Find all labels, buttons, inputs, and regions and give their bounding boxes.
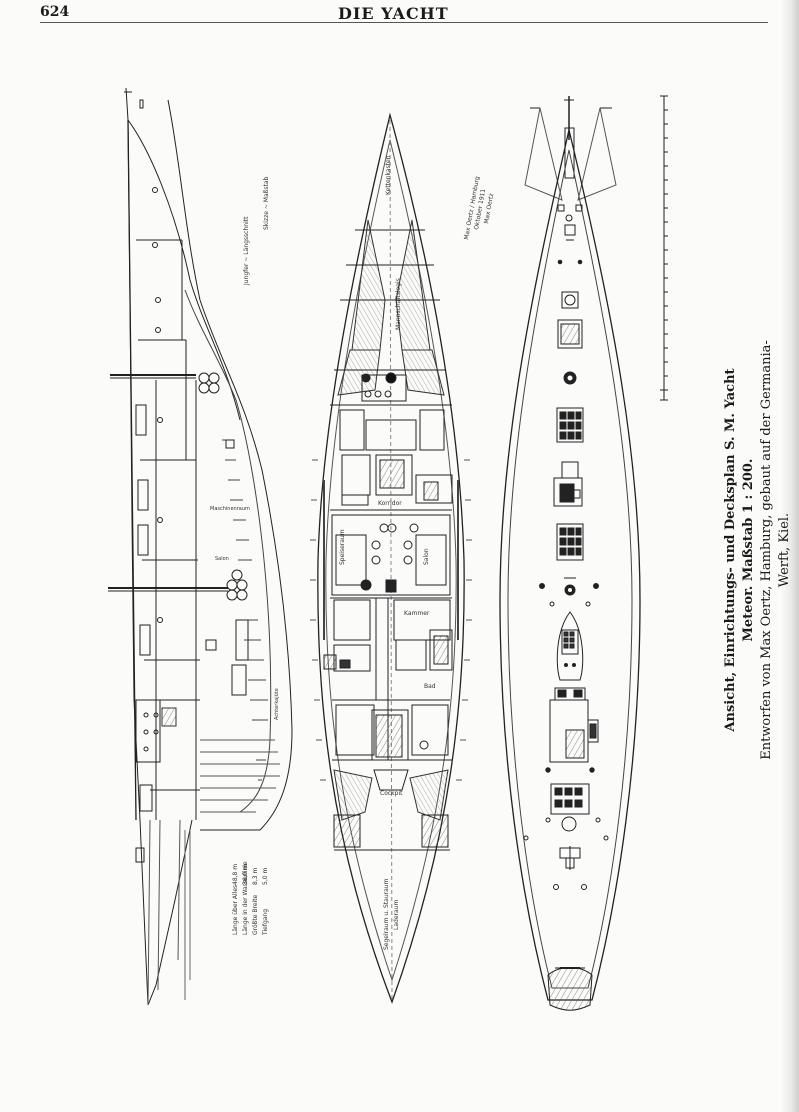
svg-text:8,3 m: 8,3 m: [252, 868, 259, 885]
svg-text:36,0 m: 36,0 m: [242, 864, 249, 885]
svg-text:Laderaum: Laderaum: [393, 900, 400, 930]
page-number: 624: [40, 4, 70, 20]
svg-text:Kammer: Kammer: [404, 610, 430, 617]
svg-text:Größte Breite: Größte Breite: [252, 894, 259, 935]
deck-plan: [499, 96, 641, 1011]
svg-text:48,8 m: 48,8 m: [232, 864, 239, 885]
svg-text:Maschinenraum: Maschinenraum: [210, 506, 250, 512]
side-elevation-annotations: Jungfer ~ Längsschnitt Skizze ~ Maßstab …: [210, 176, 280, 720]
scale-bar: [660, 95, 668, 401]
svg-text:Tiefgang: Tiefgang: [262, 909, 269, 936]
arrangement-annotations: Kettenkasten Mannschaftslogis Korridor S…: [339, 155, 436, 950]
signature-note: Max Oertz / Hamburg Oktober 1911 Max Oer…: [463, 176, 495, 241]
svg-text:Mannschaftslogis: Mannschaftslogis: [395, 278, 402, 330]
side-elevation: [108, 87, 293, 1006]
svg-text:Speiseraum: Speiseraum: [339, 529, 346, 565]
svg-text:Achterkajüte: Achterkajüte: [274, 688, 280, 720]
running-head: DIE YACHT: [338, 4, 449, 23]
svg-text:Salon: Salon: [215, 556, 229, 562]
header-rule: [40, 22, 768, 23]
svg-text:Jungfer ~ Längsschnitt: Jungfer ~ Längsschnitt: [243, 216, 250, 286]
svg-text:5,0 m: 5,0 m: [262, 868, 269, 885]
svg-text:Länge in der Wasserlinie: Länge in der Wasserlinie: [242, 861, 249, 935]
caption-title: Ansicht, Einrichtungs- und Decksplan S. …: [723, 368, 756, 732]
svg-text:Segelraum u. Stauraum: Segelraum u. Stauraum: [383, 878, 390, 950]
plate-caption: Ansicht, Einrichtungs- und Decksplan S. …: [722, 340, 792, 760]
page-edge-shadow: [781, 0, 799, 1112]
svg-text:Kettenkasten: Kettenkasten: [385, 155, 392, 195]
svg-text:Skizze ~ Maßstab: Skizze ~ Maßstab: [263, 176, 270, 230]
svg-text:Korridor: Korridor: [378, 500, 402, 507]
arrangement-plan: [310, 112, 472, 1004]
svg-text:Salon: Salon: [423, 548, 430, 565]
svg-text:Länge über Alles: Länge über Alles: [232, 885, 239, 935]
svg-text:Bad: Bad: [424, 683, 436, 690]
dimensions-table: Länge über Alles Länge in der Wasserlini…: [232, 861, 269, 936]
svg-text:Cockpit: Cockpit: [380, 790, 403, 797]
